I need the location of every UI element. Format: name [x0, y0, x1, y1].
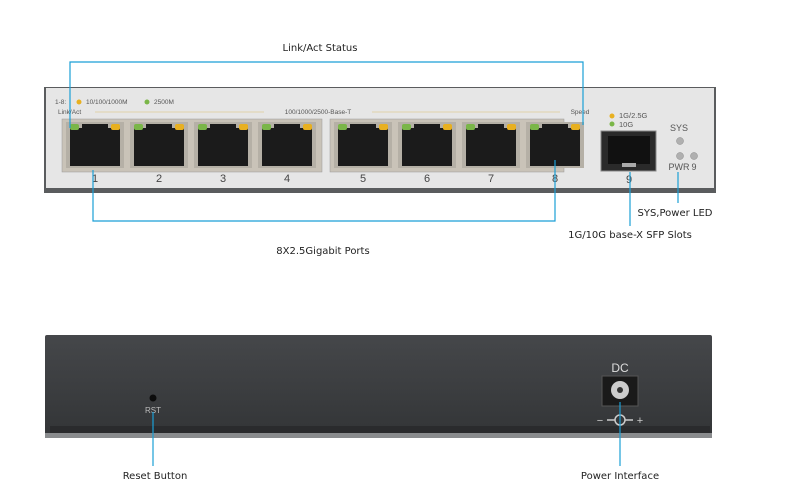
dc-label: DC — [611, 361, 629, 375]
speed-led-icon — [239, 124, 248, 130]
led9-label: 9 — [691, 162, 696, 172]
speed-led-icon — [111, 124, 120, 130]
rj45-port-7[interactable] — [462, 122, 520, 168]
callout-lines-rear — [152, 402, 621, 466]
speed-led-icon — [507, 124, 516, 130]
link-act-led-icon — [466, 124, 475, 130]
pwr-led-icon — [676, 152, 684, 160]
reset-button[interactable] — [149, 394, 157, 402]
link-act-led-icon — [530, 124, 539, 130]
speed-led-icon — [443, 124, 452, 130]
port-number: 2 — [156, 173, 162, 185]
minus-label: − — [597, 415, 603, 427]
speed-led-icon — [303, 124, 312, 130]
sfp-port-number: 9 — [626, 174, 632, 186]
pwr-label: PWR — [669, 162, 690, 172]
speed-led-icon — [175, 124, 184, 130]
green-led-icon — [609, 121, 615, 127]
front-panel: 1-8: 10/100/1000M 2500M Link/Act 100/100… — [44, 87, 716, 193]
legend-prefix: 1-8: — [55, 99, 66, 106]
green-led-icon — [144, 99, 150, 105]
link-act-led-icon — [134, 124, 143, 130]
callout-lines-front — [69, 61, 679, 226]
amber-led-icon — [76, 99, 82, 105]
sys-led-icon — [676, 137, 684, 145]
speed-led-icon — [571, 124, 580, 130]
port-number: 3 — [220, 173, 226, 185]
dc-power-jack[interactable] — [601, 375, 639, 407]
rj45-port-5[interactable] — [334, 122, 392, 168]
legend-2500: 2500M — [154, 99, 174, 106]
rj45-port-4[interactable] — [258, 122, 316, 168]
callout-reset-button: Reset Button — [123, 471, 188, 482]
rj45-port-2[interactable] — [130, 122, 188, 168]
port9-led-icon — [690, 152, 698, 160]
link-act-led-icon — [262, 124, 271, 130]
speed-led-icon — [379, 124, 388, 130]
rj45-port-6[interactable] — [398, 122, 456, 168]
sfp-port-9[interactable] — [600, 130, 657, 172]
link-act-led-icon — [402, 124, 411, 130]
amber-led-icon — [609, 113, 615, 119]
legend-1g: 10/100/1000M — [86, 99, 128, 106]
callout-ports: 8X2.5Gigabit Ports — [276, 246, 369, 257]
port-number: 7 — [488, 173, 494, 185]
link-act-led-icon — [70, 124, 79, 130]
port-number: 6 — [424, 173, 430, 185]
callout-sys-power-led: SYS,Power LED — [638, 208, 713, 219]
rear-panel: RST DC − + — [45, 335, 712, 438]
callout-sfp-slots: 1G/10G base-X SFP Slots — [568, 230, 692, 241]
speed-label: Speed — [571, 109, 590, 116]
rj45-port-1[interactable] — [66, 122, 124, 168]
port-number: 5 — [360, 173, 366, 185]
link-act-led-icon — [338, 124, 347, 130]
link-act-led-icon — [198, 124, 207, 130]
callout-link-act-status: Link/Act Status — [283, 43, 358, 54]
sfp-legend-2: 10G — [619, 120, 633, 129]
port-number: 1 — [92, 173, 98, 185]
rst-label: RST — [145, 406, 161, 415]
port-number: 4 — [284, 173, 290, 185]
base-t-label: 100/1000/2500-Base-T — [285, 109, 352, 116]
rj45-port-3[interactable] — [194, 122, 252, 168]
sys-label: SYS — [670, 123, 688, 133]
callout-power-interface: Power Interface — [581, 471, 659, 482]
plus-label: + — [637, 415, 643, 427]
sfp-legend-1: 1G/2.5G — [619, 111, 648, 120]
